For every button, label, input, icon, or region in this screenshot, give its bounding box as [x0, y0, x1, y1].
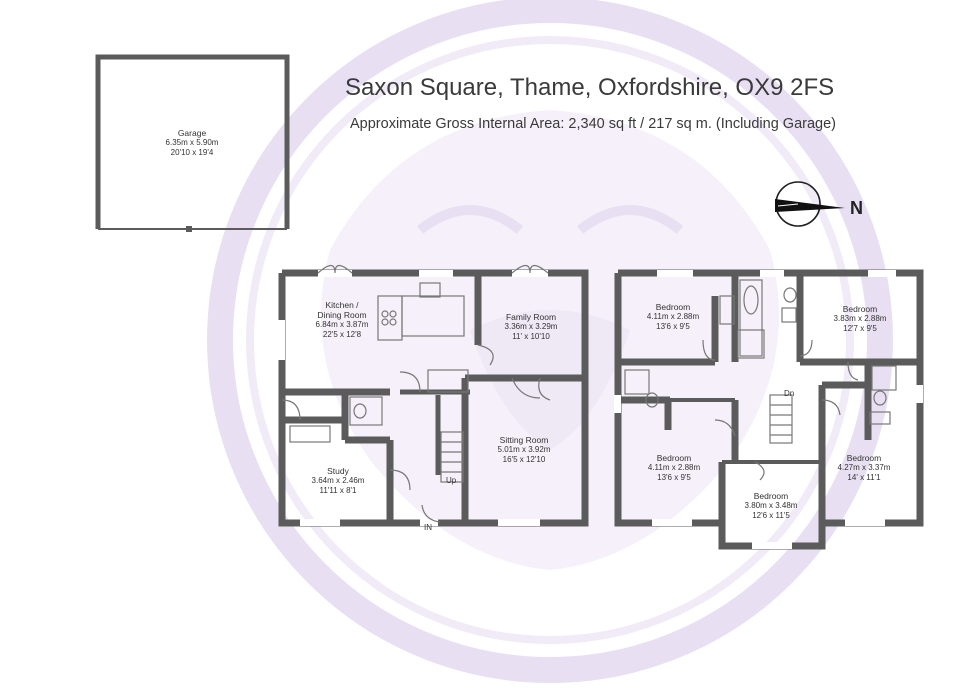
entrance-label: IN: [424, 523, 432, 532]
north-arrow-icon: [775, 181, 845, 227]
first-floor-fixtures: [624, 279, 897, 481]
room-name: Bedroom: [655, 302, 691, 312]
room-dim-imperial: 22'5 x 12'8: [322, 330, 362, 339]
room-dim-imperial: 11'11 x 8'1: [319, 486, 357, 495]
room-dim-imperial: 11' x 10'10: [512, 332, 550, 341]
room-label-bedroom-bottom: Bedroom 3.80m x 3.48m 12'6 x 11'5: [745, 491, 798, 521]
room-dim-metric: 3.83m x 2.88m: [833, 314, 887, 323]
room-dim-imperial: 13'6 x 9'5: [656, 322, 690, 331]
room-name: Bedroom: [656, 453, 692, 463]
garage-outline: [95, 54, 290, 230]
room-dim-metric: 6.84m x 3.87m: [315, 320, 369, 329]
room-label-bedroom-top-right: Bedroom 3.83m x 2.88m 12'7 x 9'5: [834, 304, 887, 334]
room-label-kitchen: Kitchen / Dining Room 6.84m x 3.87m 22'5…: [316, 300, 369, 340]
room-name: Dining Room: [317, 310, 367, 320]
ground-floor-walls: [278, 269, 589, 527]
room-name: Garage: [177, 128, 207, 138]
room-dim-metric: 4.11m x 2.88m: [646, 312, 700, 321]
room-dim-imperial: 12'6 x 11'5: [752, 511, 790, 520]
ground-floor-fixtures: [281, 264, 551, 523]
room-dim-imperial: 12'7 x 9'5: [843, 324, 877, 333]
room-name: Study: [327, 466, 349, 476]
room-label-garage: Garage 6.35m x 5.90m 20'10 x 19'4: [166, 128, 219, 158]
room-name: Bedroom: [846, 453, 882, 463]
room-dim-metric: 3.80m x 3.48m: [744, 501, 798, 510]
room-dim-imperial: 14' x 11'1: [847, 473, 881, 482]
ground-floor-windows: [278, 270, 548, 526]
room-dim-metric: 4.27m x 3.37m: [837, 463, 891, 472]
room-dim-imperial: 20'10 x 19'4: [170, 148, 214, 157]
north-label: N: [850, 198, 863, 218]
room-label-bedroom-mid-left: Bedroom 4.11m x 2.88m 13'6 x 9'5: [648, 453, 700, 483]
room-name: Family Room: [505, 312, 557, 322]
room-dim-metric: 3.64m x 2.46m: [311, 476, 365, 485]
room-dim-imperial: 16'5 x 12'10: [502, 455, 546, 464]
room-dim-imperial: 13'6 x 9'5: [657, 473, 691, 482]
room-label-bedroom-top-left: Bedroom 4.11m x 2.88m 13'6 x 9'5: [647, 302, 699, 332]
room-name: Sitting Room: [499, 435, 549, 445]
room-label-family: Family Room 3.36m x 3.29m 11' x 10'10: [505, 312, 558, 342]
stairs-down-label: Dn: [784, 389, 795, 398]
stairs-up-label: Up: [446, 476, 457, 485]
room-label-study: Study 3.64m x 2.46m 11'11 x 8'1: [312, 466, 365, 496]
room-name: Bedroom: [753, 491, 789, 501]
first-floor-windows: [614, 270, 923, 549]
room-dim-metric: 6.35m x 5.90m: [165, 138, 219, 147]
garage-door-marker: [186, 226, 192, 232]
room-name: Bedroom: [842, 304, 878, 314]
room-dim-metric: 4.11m x 2.88m: [647, 463, 701, 472]
page-title: Saxon Square, Thame, Oxfordshire, OX9 2F…: [345, 74, 835, 101]
room-name: Kitchen /: [325, 300, 359, 310]
room-label-sitting: Sitting Room 5.01m x 3.92m 16'5 x 12'10: [498, 435, 551, 465]
room-dim-metric: 3.36m x 3.29m: [504, 322, 558, 331]
room-dim-metric: 5.01m x 3.92m: [497, 445, 551, 454]
page-subtitle: Approximate Gross Internal Area: 2,340 s…: [350, 116, 836, 132]
room-label-bedroom-right: Bedroom 4.27m x 3.37m 14' x 11'1: [838, 453, 891, 483]
